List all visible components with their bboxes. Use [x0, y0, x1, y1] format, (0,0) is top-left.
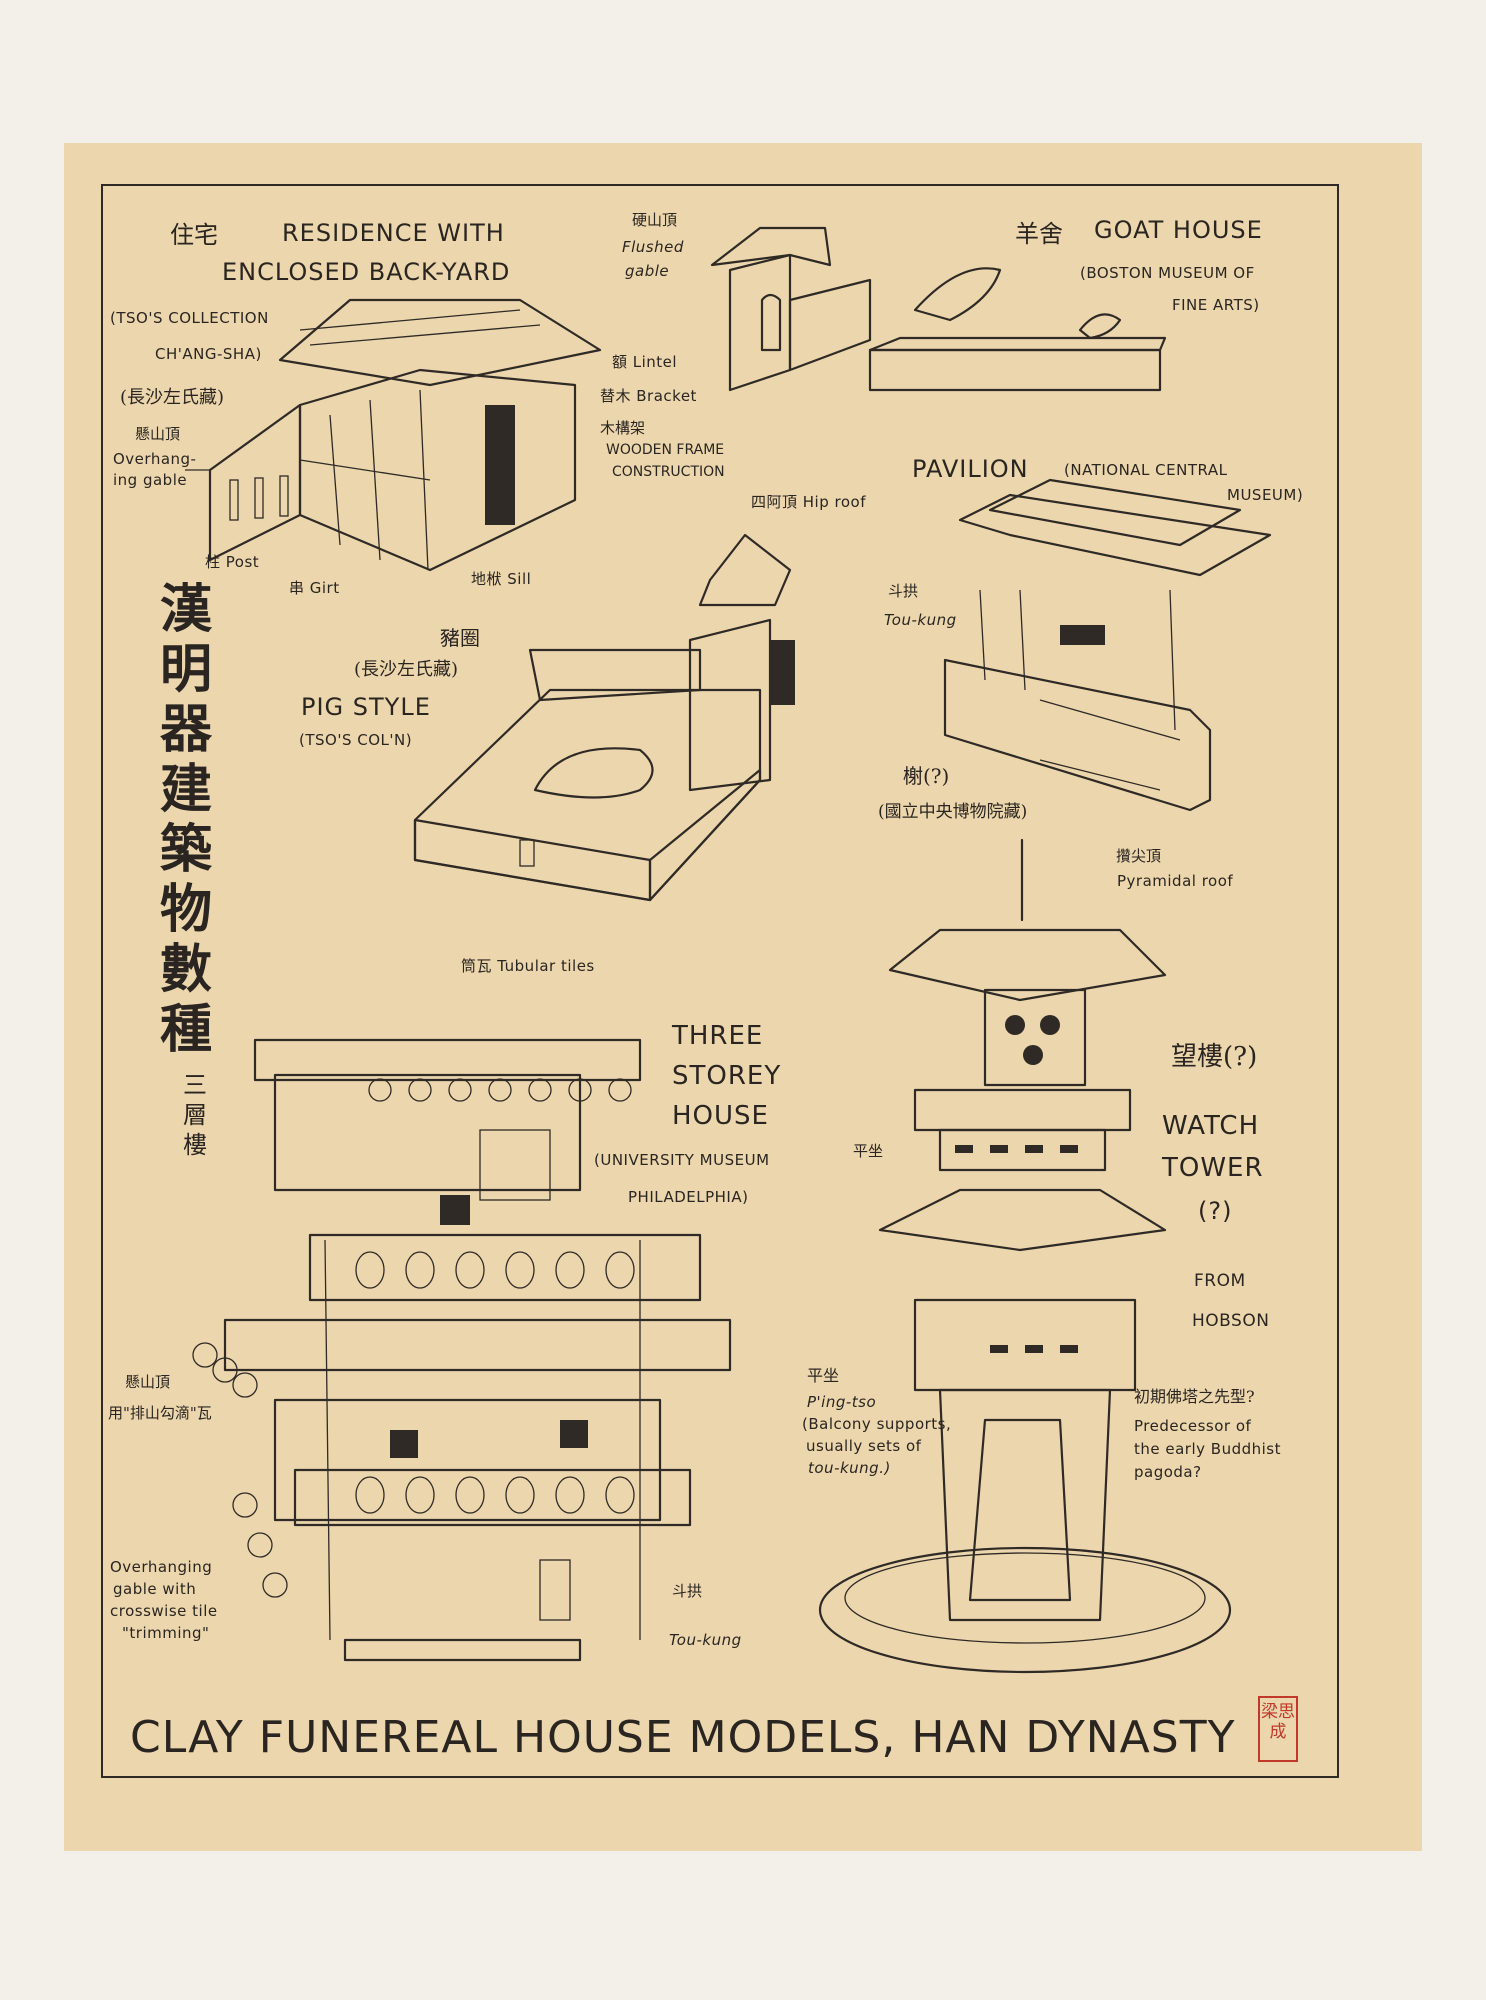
residence-collection-line2: CH'ANG-SHA)	[155, 345, 262, 363]
tower-buddhist-line1: Predecessor of	[1134, 1417, 1252, 1435]
residence-gable-line1: Overhang-	[113, 450, 197, 468]
tower-cjk: 望樓(?)	[1171, 1042, 1258, 1072]
residence-collection-cjk: (長沙左氏藏)	[120, 387, 225, 408]
tower-pingzuo-cjk: 平坐	[807, 1366, 840, 1385]
residence-bracket: 替木 Bracket	[600, 387, 697, 405]
residence-drawing	[185, 298, 602, 572]
storey-gable-cjk2: 用"排山勾滴"瓦	[108, 1404, 212, 1422]
goat-gable-cjk: 硬山頂	[632, 211, 678, 229]
residence-collection-line1: (TSO'S COLLECTION	[110, 309, 269, 327]
vertical-title: 漢明器建築物數種	[159, 579, 212, 1060]
residence-title-line1: RESIDENCE WITH	[282, 219, 505, 247]
residence-frame-cjk: 木構架	[600, 419, 646, 437]
goat-cjk: 羊舍	[1015, 220, 1063, 248]
storey-gable-cjk1: 懸山頂	[125, 1373, 171, 1391]
storey-gable-line1: Overhanging	[110, 1558, 213, 1576]
goat-gable-line2: gable	[625, 262, 670, 280]
pig-collection-cjk: (長沙左氏藏)	[354, 659, 459, 680]
tower-buddhist-line3: pagoda?	[1134, 1463, 1202, 1481]
tower-balcony-line1: (Balcony supports,	[802, 1415, 952, 1433]
border-frame	[101, 184, 1339, 1778]
three-storey-drawing	[192, 1038, 732, 1662]
residence-title-line2: ENCLOSED BACK-YARD	[222, 258, 511, 286]
pig-style-drawing	[413, 533, 795, 902]
artist-seal: 梁思成	[1258, 1696, 1298, 1762]
tower-buddhist-cjk: 初期佛塔之先型?	[1134, 1387, 1255, 1406]
storey-tiles: 筒瓦 Tubular tiles	[461, 957, 595, 975]
residence-post: 柱 Post	[205, 553, 260, 571]
storey-gable-line3: crosswise tile	[110, 1602, 218, 1620]
pavilion-xie: 榭(?)	[903, 764, 950, 788]
tower-buddhist-line2: the early Buddhist	[1134, 1440, 1281, 1458]
goat-museum-line2: FINE ARTS)	[1172, 296, 1260, 314]
goat-title: GOAT HOUSE	[1094, 216, 1263, 244]
pavilion-toukung-cjk: 斗拱	[888, 582, 919, 600]
residence-frame-line2: CONSTRUCTION	[612, 464, 725, 480]
residence-gable-line2: ing gable	[113, 471, 188, 489]
tower-pingzuo-cjk-top: 平坐	[853, 1142, 884, 1160]
storey-museum-line1: (UNIVERSITY MUSEUM	[594, 1151, 770, 1169]
storey-gable-line4: "trimming"	[122, 1624, 210, 1642]
goat-museum-line1: (BOSTON MUSEUM OF	[1080, 264, 1255, 282]
three-storey-vertical-label: 三層樓	[183, 1071, 207, 1159]
pavilion-collection-cjk: (國立中央博物院藏)	[878, 802, 1028, 822]
tower-pyramid-cjk: 攢尖頂	[1116, 847, 1162, 865]
storey-title-line3: HOUSE	[672, 1101, 769, 1131]
pavilion-drawing	[943, 478, 1272, 812]
watch-tower-drawing	[818, 838, 1232, 1674]
storey-gable-line2: gable with	[113, 1580, 197, 1598]
goat-gable-line1: Flushed	[622, 238, 684, 256]
tower-title-line1: WATCH	[1162, 1111, 1260, 1141]
pavilion-toukung: Tou-kung	[884, 611, 957, 629]
residence-lintel: 額 Lintel	[612, 353, 678, 371]
main-title: CLAY FUNEREAL HOUSE MODELS, HAN DYNASTY	[130, 1712, 1236, 1763]
residence-girt: 串 Girt	[289, 579, 340, 597]
pig-cjk: 豬圈	[440, 626, 480, 650]
storey-title-line1: THREE	[672, 1021, 764, 1051]
pavilion-title: PAVILION	[912, 455, 1029, 483]
tower-pingtso: P'ing-tso	[807, 1393, 877, 1411]
tower-from-line1: FROM	[1194, 1271, 1246, 1291]
residence-frame-line1: WOODEN FRAME	[606, 442, 725, 458]
residence-cjk: 住宅	[170, 221, 218, 249]
pig-collection: (TSO'S COL'N)	[299, 731, 413, 749]
storey-title-line2: STOREY	[672, 1061, 782, 1091]
tower-title-line3: (?)	[1198, 1197, 1233, 1225]
tower-title-line2: TOWER	[1162, 1153, 1264, 1183]
pavilion-museum-line2: MUSEUM)	[1227, 486, 1304, 504]
storey-toukung-cjk: 斗拱	[672, 1582, 703, 1600]
goat-house-drawing	[710, 226, 1167, 392]
residence-gable-cjk: 懸山頂	[135, 425, 181, 443]
pavilion-museum-line1: (NATIONAL CENTRAL	[1064, 461, 1228, 479]
storey-museum-line2: PHILADELPHIA)	[628, 1188, 749, 1206]
storey-toukung: Tou-kung	[669, 1631, 742, 1649]
residence-sill: 地栿 Sill	[471, 570, 532, 588]
pavilion-hip-roof: 四阿頂 Hip roof	[751, 493, 866, 511]
tower-pyramid: Pyramidal roof	[1117, 872, 1234, 890]
paper-sheet	[64, 143, 1422, 1851]
tower-balcony-line2: usually sets of	[806, 1437, 922, 1455]
tower-balcony-line3: tou-kung.)	[808, 1459, 891, 1477]
tower-from-line2: HOBSON	[1192, 1311, 1270, 1331]
pig-title: PIG STYLE	[301, 693, 431, 721]
